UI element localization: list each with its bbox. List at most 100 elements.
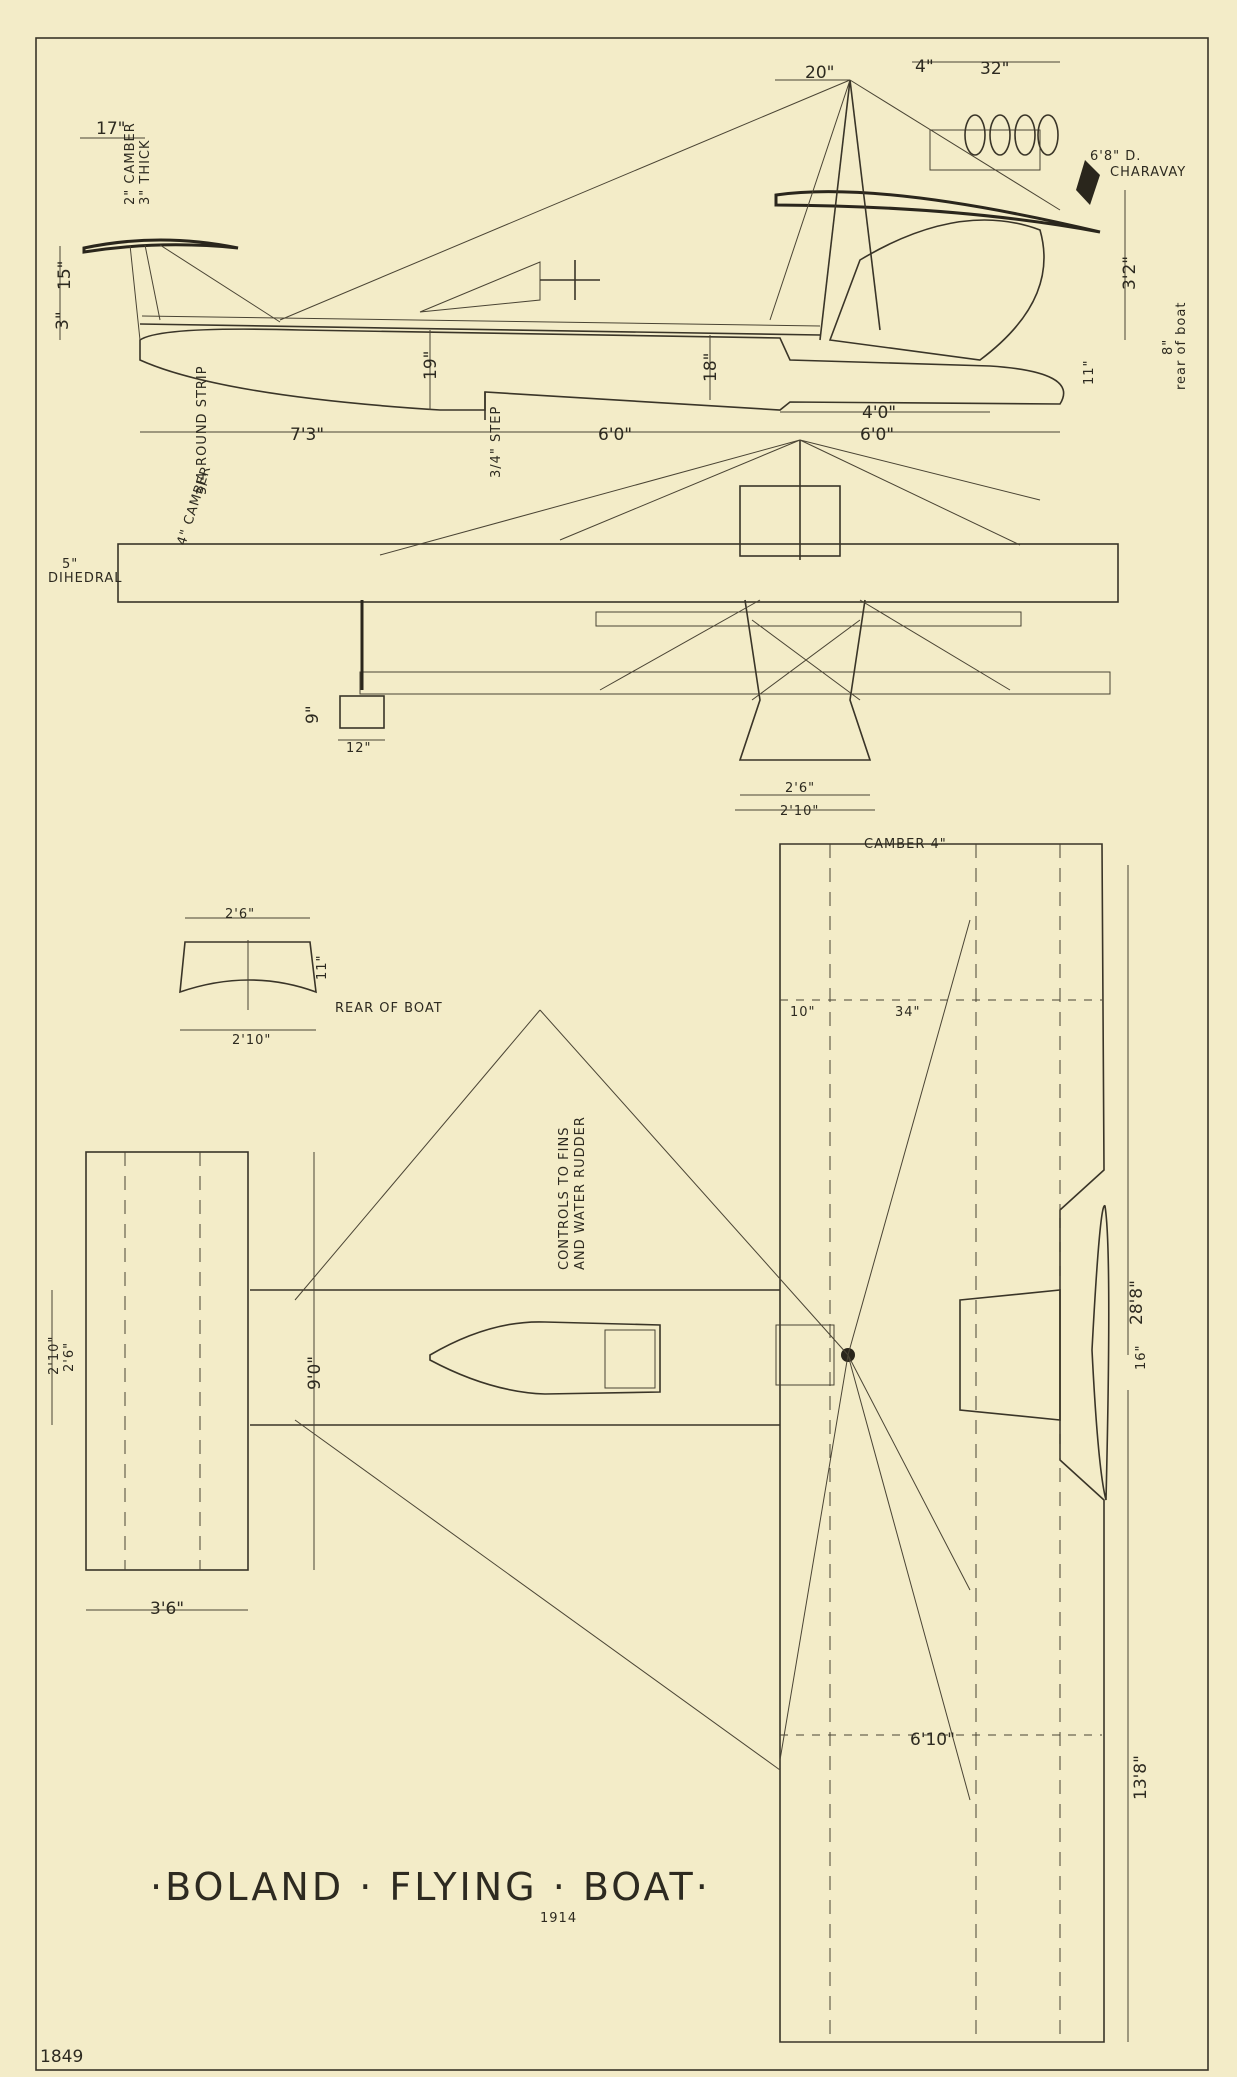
plan-dim-2-10: 2'10": [47, 1336, 62, 1375]
mast-wire-2: [769, 79, 851, 321]
front-view: 4" CAMBER 5" DIHEDRAL 9" 12" 2'6" 2'10": [48, 439, 1119, 819]
dim-32: 32": [980, 59, 1009, 79]
control-note-1: CONTROLS TO FINS: [557, 1127, 572, 1270]
main-wing-plan: [779, 843, 1105, 2043]
plan-dim-28-8: 28'8": [1127, 1280, 1147, 1325]
section-depth: 11": [315, 954, 330, 980]
dim-4-0: 4'0": [862, 403, 896, 423]
wing-brace-l: [599, 599, 761, 691]
plan-wire-1: [847, 919, 971, 1356]
plan-view: CAMBER 4" 10" 34" CONTROLS TO FINS AND W…: [47, 837, 1151, 2043]
dihedral-value: 5": [62, 557, 78, 572]
radiator-block: [739, 485, 841, 557]
dim-20: 20": [805, 63, 834, 83]
cross-brace-2: [751, 619, 861, 701]
plan-wire-4: [779, 1354, 849, 1761]
fuel-tank-4: [1037, 114, 1059, 156]
prop-diameter-note: 6'8" D.: [1090, 149, 1141, 164]
front-wire-r2: [799, 439, 1021, 546]
plan-wire-7: [847, 1354, 971, 1591]
tailplane-plan: [85, 1151, 249, 1571]
dim-3-2: 3'2": [1120, 256, 1140, 290]
mast-front: [819, 79, 851, 341]
mast-forward-wire: [279, 79, 851, 321]
fuel-tank-2: [989, 114, 1011, 156]
elevator-strut-2: [159, 244, 281, 323]
hull-plan: [429, 1321, 661, 1395]
dim-11: 11": [1082, 359, 1097, 385]
tail-fin-hatched: [828, 219, 1045, 361]
rear-boat-note: rear of boat: [1174, 302, 1189, 390]
round-strip-note: 3/4 ROUND STRIP: [195, 365, 210, 495]
step-note: 3/4" STEP: [489, 406, 504, 478]
plan-wire-2: [847, 1354, 971, 1801]
hull-front-profile: [738, 599, 872, 761]
plan-dim-13-8: 13'8": [1131, 1755, 1151, 1800]
front-wire-l2: [559, 439, 801, 541]
plan-dim-10: 10": [790, 1005, 816, 1020]
thick-note: 3" THICK: [138, 139, 153, 205]
front-wire-r1: [799, 439, 1041, 501]
sheet-border: [35, 37, 1209, 2071]
dim-7-3: 7'3": [290, 425, 324, 445]
section-label: REAR OF BOAT: [335, 1001, 443, 1016]
windshield-shape: [419, 261, 541, 313]
prop-make-note: CHARAVAY: [1110, 165, 1186, 180]
dim-4: 4": [915, 57, 934, 77]
seat-block: [604, 1329, 656, 1389]
plan-wire-5: [294, 1009, 541, 1301]
plan-dim-3-6: 3'6": [150, 1599, 184, 1619]
plan-dim-6-10: 6'10": [910, 1730, 955, 1750]
upper-wing-front: [117, 543, 1119, 603]
dim-17: 17": [96, 119, 125, 139]
plate-number: 1849: [40, 2047, 83, 2067]
center-wing-panel: [595, 611, 1022, 627]
front-dim-9: 9": [303, 705, 323, 724]
section-width-top: 2'6": [225, 907, 255, 922]
plan-camber-note: CAMBER 4": [864, 837, 947, 852]
front-dim-2-6: 2'6": [785, 781, 815, 796]
drawing-title: ·BOLAND · FLYING · BOAT·: [150, 1865, 711, 1909]
dim-6-0a: 6'0": [598, 425, 632, 445]
section-width-bottom: 2'10": [232, 1033, 271, 1048]
plan-wire-6: [294, 1419, 781, 1771]
dim-6-0b: 6'0": [860, 425, 894, 445]
plan-dim-9-0: 9'0": [305, 1356, 325, 1390]
plan-dim-2-6: 2'6": [62, 1342, 77, 1372]
elevator-strut-3: [129, 244, 141, 341]
plan-dim-34: 34": [895, 1005, 921, 1020]
dihedral-note: DIHEDRAL: [48, 571, 123, 586]
elevator-strut-1: [144, 244, 161, 321]
side-view: 17" 2" CAMBER 3" THICK 15" 3" 20" 4" 32"…: [53, 57, 1189, 495]
hull-deck-line: [139, 323, 821, 336]
dim-3: 3": [53, 311, 73, 330]
camber-note: 2" CAMBER: [123, 122, 138, 205]
dim-8: 8": [1161, 339, 1176, 355]
wingtip-float-front: [339, 695, 385, 729]
rear-section-detail: 2'6" 2'10" 11" REAR OF BOAT: [179, 907, 443, 1048]
main-wing-section: [774, 190, 1101, 234]
radiator-plan: [775, 1324, 835, 1386]
control-note-2: AND WATER RUDDER: [573, 1116, 588, 1270]
mast-aft-wire: [849, 79, 1061, 211]
dim-18: 18": [701, 353, 721, 382]
section-outline: [179, 941, 317, 994]
mast-rear: [849, 79, 881, 331]
fuel-tank-1: [964, 114, 986, 156]
hull-upper-strip: [141, 315, 821, 327]
fuel-tank-3: [1014, 114, 1036, 156]
front-dim-12: 12": [346, 741, 372, 756]
dim-19: 19": [421, 351, 441, 380]
wing-brace-r: [859, 599, 1011, 691]
plan-wire-3: [539, 1009, 849, 1356]
plan-dim-16: 16": [1134, 1344, 1149, 1370]
front-dim-2-10: 2'10": [780, 804, 819, 819]
engine-plan: [959, 1289, 1061, 1421]
propeller-icon: [1076, 160, 1100, 205]
dim-15: 15": [55, 261, 75, 290]
lower-wing-front: [359, 671, 1111, 695]
hull-side-outline: [139, 328, 1065, 411]
propeller-plan: [1091, 1205, 1110, 1501]
drawing-year: 1914: [540, 1911, 577, 1926]
